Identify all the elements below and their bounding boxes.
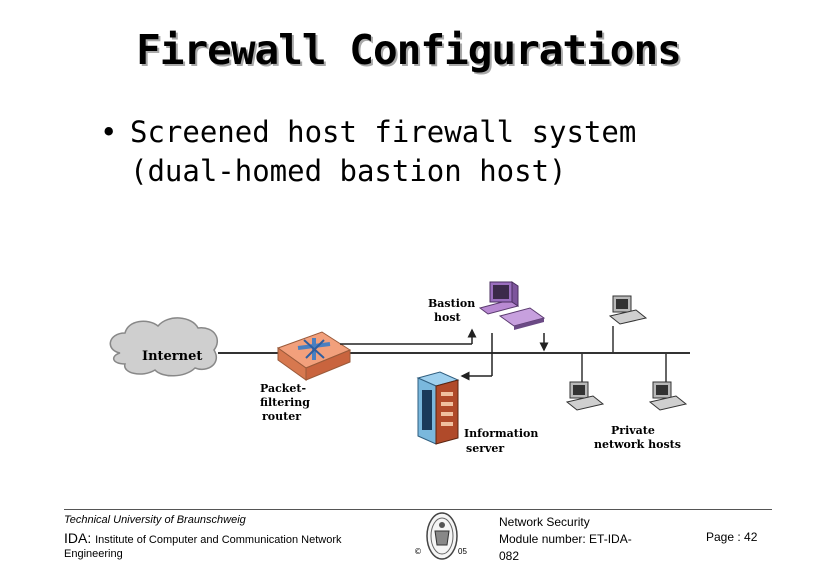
footer-ida-label: IDA: — [64, 530, 92, 546]
footer-institute: IDA: Institute of Computer and Communica… — [64, 530, 342, 546]
footer-module-number: Module number: ET-IDA- — [499, 532, 632, 546]
bastion-label-line2: host — [434, 311, 462, 324]
router-label-line1: Packet- — [260, 382, 306, 395]
bullet-marker: • — [100, 115, 118, 149]
footer-course: Network Security Module number: ET-IDA- … — [499, 514, 674, 565]
bullet-point: • Screened host firewall system (dual-ho… — [100, 113, 700, 191]
info-server-label-line2: server — [466, 442, 504, 455]
footer-institute-name: Institute of Computer and Communication … — [95, 534, 342, 546]
router-label-line2: filtering — [260, 396, 310, 409]
footer-university: Technical University of Braunschweig — [64, 514, 246, 526]
footer-page: Page : 42 — [706, 530, 757, 544]
university-seal-icon — [426, 512, 458, 560]
router-icon — [276, 331, 352, 381]
internet-label: Internet — [142, 349, 202, 364]
private-hosts-label-line2: network hosts — [594, 438, 681, 451]
footer-module-number-cont: 082 — [499, 549, 520, 563]
footer-page-label: Page : — [706, 530, 741, 544]
private-hosts-label-line1: Private — [611, 424, 655, 437]
network-diagram: Internet Packet- filtering router Bastio… — [109, 281, 690, 455]
internet-cloud-icon — [109, 317, 219, 377]
private-host-computer-icon — [608, 295, 648, 353]
bastion-host-computer-icon — [478, 281, 546, 330]
bullet-text: Screened host firewall system (dual-home… — [130, 115, 637, 188]
footer-year: 05 — [458, 547, 467, 556]
footer-course-title: Network Security — [499, 515, 590, 529]
footer-page-number: 42 — [744, 530, 758, 544]
footer-divider — [64, 509, 772, 510]
information-server-icon — [416, 371, 460, 445]
footer-engineering: Engineering — [64, 548, 123, 560]
router-label-line3: router — [262, 410, 301, 423]
private-host-computer-icon — [565, 353, 605, 411]
slide-title: Firewall Configurations — [136, 26, 682, 74]
private-host-computer-icon — [648, 353, 688, 411]
footer-copyright: © — [414, 547, 422, 556]
bastion-label-line1: Bastion — [428, 297, 475, 310]
info-server-label-line1: Information — [464, 427, 538, 440]
